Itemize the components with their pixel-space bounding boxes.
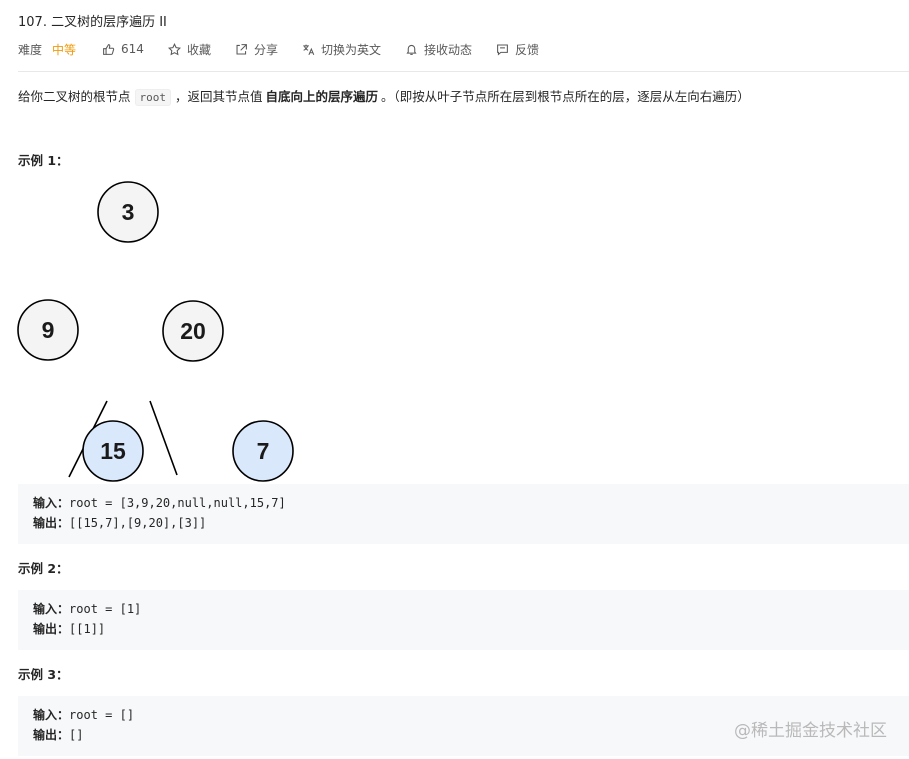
star-icon — [167, 42, 181, 55]
example-3-input: root = [] — [69, 708, 135, 722]
example-2-output: [[1]] — [69, 622, 106, 636]
example-1-input-label: 输入： — [33, 496, 70, 510]
example-3-code: 输入：root = [] 输出：[] — [18, 696, 909, 756]
difficulty-badge: 中等 — [52, 42, 77, 57]
translate-icon — [303, 44, 315, 55]
inline-code-root: root — [134, 89, 172, 106]
like-count: 614 — [121, 42, 144, 56]
switch-language-label: 切换为英文 — [320, 42, 381, 57]
feedback-button[interactable]: 反馈 — [496, 41, 539, 58]
example-2-input-label: 输入： — [33, 602, 70, 616]
description-text-3: 。（即按从叶子节点所在层到根节点所在的层，逐层从左向右遍历） — [381, 89, 750, 104]
example-3-output-label: 输出： — [33, 728, 70, 742]
example-1-output-label: 输出： — [33, 516, 70, 530]
share-icon — [236, 43, 247, 54]
favorite-label: 收藏 — [186, 42, 211, 57]
share-label: 分享 — [253, 42, 278, 57]
example-2-input: root = [1] — [69, 602, 142, 616]
share-button[interactable]: 分享 — [235, 41, 278, 58]
description-bold: 自底向上的层序遍历 — [265, 89, 379, 104]
like-button[interactable]: 614 — [102, 42, 144, 56]
example-1-title: 示例 1： — [18, 153, 69, 168]
bell-icon — [406, 44, 417, 55]
description-text-1: 给你二叉树的根节点 — [18, 89, 131, 104]
feedback-icon — [497, 44, 508, 56]
header-divider — [18, 71, 909, 72]
tree-node-label-3: 3 — [122, 199, 135, 225]
tree-node-20 — [162, 300, 224, 362]
description-text-2: ，返回其节点值 — [175, 89, 263, 104]
tree-node-7 — [232, 420, 294, 482]
example-1-code: 输入：root = [3,9,20,null,null,15,7] 输出：[[1… — [18, 484, 909, 544]
problem-title: 107. 二叉树的层序遍历 II — [18, 15, 167, 30]
tree-node-label-20: 20 — [180, 318, 206, 344]
example-3-title: 示例 3： — [18, 667, 69, 682]
example-1-input: root = [3,9,20,null,null,15,7] — [69, 496, 286, 510]
feedback-label: 反馈 — [515, 42, 540, 57]
thumbs-up-icon — [103, 43, 115, 55]
example-1-output: [[15,7],[9,20],[3]] — [69, 516, 207, 530]
tree-node-label-9: 9 — [42, 317, 55, 343]
tree-edge-3-20 — [149, 400, 178, 476]
binary-tree-diagram: 3 9 20 15 7 — [17, 181, 294, 482]
example-3-input-label: 输入： — [33, 708, 70, 722]
watermark: @稀土掘金技术社区 — [734, 721, 887, 741]
example-2-title: 示例 2： — [18, 561, 69, 576]
subscribe-button[interactable]: 接收动态 — [405, 41, 472, 58]
tree-node-15 — [82, 420, 144, 482]
switch-language-button[interactable]: 切换为英文 — [302, 41, 381, 58]
tree-node-3 — [97, 181, 159, 243]
subscribe-label: 接收动态 — [423, 42, 472, 57]
favorite-button[interactable]: 收藏 — [167, 41, 211, 58]
tree-node-label-7: 7 — [257, 438, 270, 464]
example-3-output: [] — [69, 728, 84, 742]
problem-meta-bar: 难度 中等 614 收藏 分享 切换为英文 接收动态 反馈 — [18, 40, 539, 58]
tree-node-9 — [17, 299, 79, 361]
difficulty-label: 难度 — [18, 42, 43, 57]
example-2-code: 输入：root = [1] 输出：[[1]] — [18, 590, 909, 650]
tree-node-label-15: 15 — [100, 438, 126, 464]
example-2-output-label: 输出： — [33, 622, 70, 636]
